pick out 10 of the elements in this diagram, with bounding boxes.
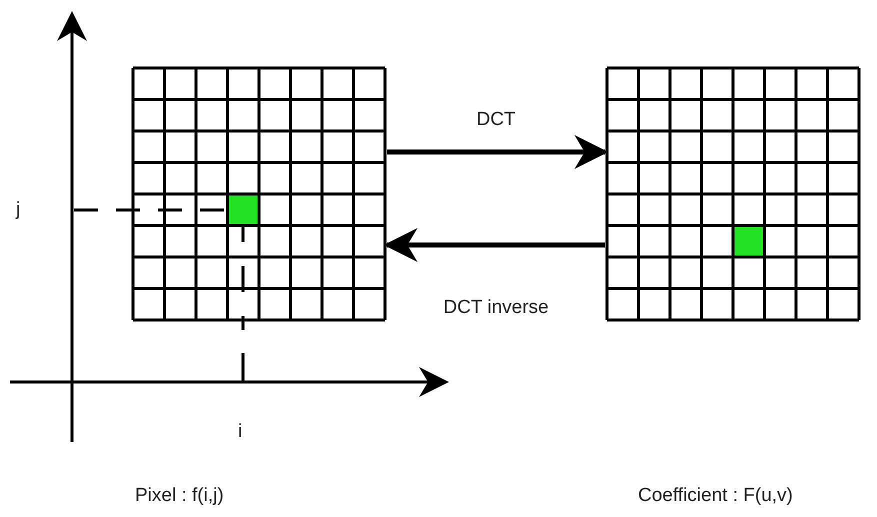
pixel-grid xyxy=(607,68,859,320)
arrow xyxy=(384,228,605,262)
arrow xyxy=(387,135,608,169)
axis-label: i xyxy=(238,422,242,441)
caption: Coefficient : F(u,v) xyxy=(638,486,793,505)
axis-label: j xyxy=(16,200,20,219)
caption: Pixel : f(i,j) xyxy=(135,486,224,505)
edge-label: DCT inverse xyxy=(443,298,549,317)
pixel-grid xyxy=(133,68,385,320)
edge-label: DCT xyxy=(476,110,516,129)
